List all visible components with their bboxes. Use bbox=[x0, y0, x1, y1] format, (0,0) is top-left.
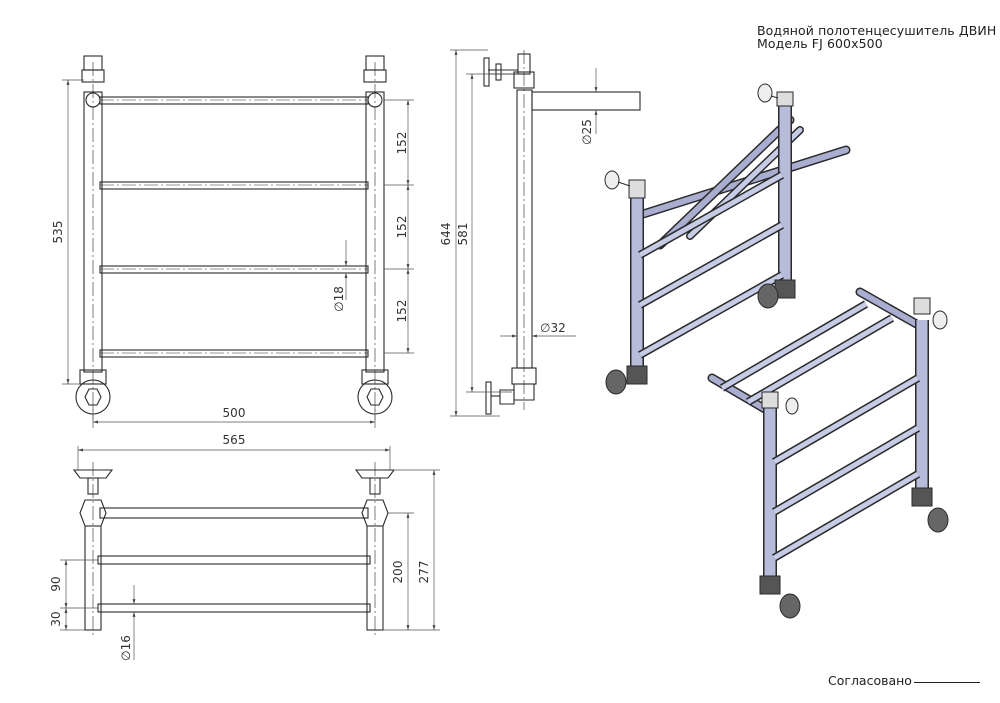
dim-d18: ∅18 bbox=[332, 286, 346, 312]
product-title: Водяной полотенцесушитель ДВИН bbox=[757, 23, 997, 38]
approval-field: Согласовано bbox=[828, 673, 980, 688]
front-view bbox=[75, 55, 393, 420]
model-label: Модель FJ 600x500 bbox=[757, 36, 883, 51]
dim-500: 500 bbox=[223, 406, 246, 420]
dim-200: 200 bbox=[391, 561, 405, 584]
dim-152-b: 152 bbox=[395, 216, 409, 239]
signature-line bbox=[913, 682, 980, 683]
dim-90: 90 bbox=[49, 576, 63, 591]
side-top-pipe bbox=[531, 91, 641, 111]
dim-277: 277 bbox=[417, 561, 431, 584]
side-bottom-handle bbox=[485, 381, 492, 415]
dim-d32: ∅32 bbox=[540, 321, 566, 335]
front-bar-4 bbox=[99, 349, 369, 358]
isometric-view-rear bbox=[604, 83, 851, 395]
isometric-view-front bbox=[707, 287, 949, 619]
front-bottom-right-nut bbox=[361, 369, 389, 385]
title-block: Водяной полотенцесушитель ДВИН Модель FJ… bbox=[757, 24, 996, 50]
top-shelf-bar-1 bbox=[97, 555, 371, 565]
top-bar-rear bbox=[99, 507, 369, 519]
top-view bbox=[72, 462, 396, 636]
side-dimensions bbox=[450, 49, 598, 417]
side-view bbox=[483, 50, 641, 415]
front-bar-3 bbox=[99, 265, 369, 274]
dim-d25: ∅25 bbox=[580, 119, 594, 145]
front-bottom-left-nut bbox=[79, 369, 107, 385]
dim-644: 644 bbox=[439, 223, 453, 246]
front-bar-2 bbox=[99, 181, 369, 190]
dim-30: 30 bbox=[49, 611, 63, 626]
dim-581: 581 bbox=[456, 223, 470, 246]
approval-label: Согласовано bbox=[828, 673, 912, 688]
top-dimensions bbox=[60, 446, 440, 660]
dim-535: 535 bbox=[51, 221, 65, 244]
dim-565: 565 bbox=[223, 433, 246, 447]
front-bar-1 bbox=[99, 96, 369, 105]
dim-152-a: 152 bbox=[395, 132, 409, 155]
top-right-handle bbox=[354, 469, 396, 479]
side-top-valve bbox=[517, 53, 531, 75]
dim-d16: ∅16 bbox=[119, 635, 133, 661]
top-left-handle bbox=[72, 469, 114, 479]
side-top-handle bbox=[483, 57, 490, 87]
front-dimensions bbox=[62, 79, 414, 428]
dim-152-c: 152 bbox=[395, 300, 409, 323]
top-shelf-bar-2 bbox=[97, 603, 371, 613]
side-riser bbox=[516, 89, 533, 369]
